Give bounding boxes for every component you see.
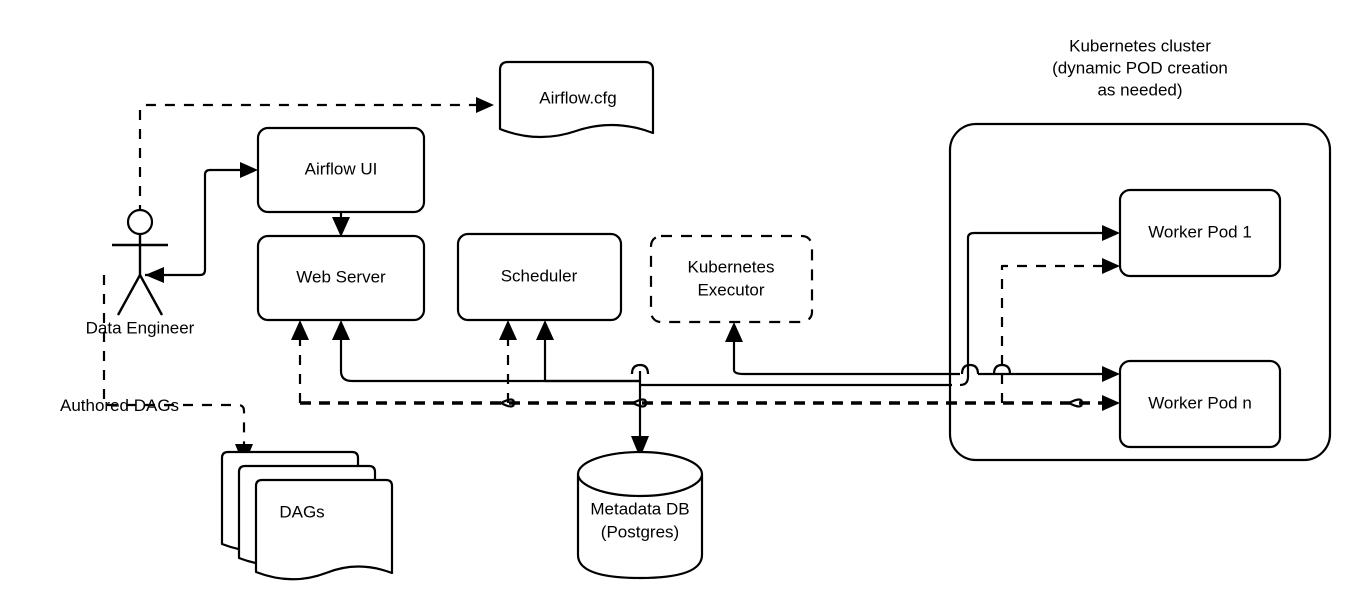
arrowhead-dags-to-worker-pod-1 (1102, 258, 1120, 274)
edge-label-authored-dags: Authored DAGs (60, 396, 179, 415)
node-metadata-db-label-line2: (Postgres) (601, 522, 679, 541)
edge-authored-dags (102, 275, 246, 448)
node-web-server-label: Web Server (296, 267, 386, 286)
arrowhead-dags-to-web-server (291, 320, 309, 340)
arrowhead-airflow-ui-to-web-server (332, 217, 350, 237)
node-airflow-ui[interactable] (256, 126, 426, 214)
edge-bus-to-worker-pod-1 (959, 231, 1106, 387)
node-airflow-ui-label: Airflow UI (305, 159, 378, 178)
node-scheduler[interactable] (456, 232, 623, 322)
arrowhead-engineer-to-airflow-ui (240, 162, 258, 178)
node-kubernetes-executor-label-line1: Kubernetes (688, 257, 775, 276)
edge-metadb-to-scheduler (543, 340, 640, 383)
actor-head-icon (126, 208, 154, 236)
arrowhead-metadb-to-scheduler (536, 320, 554, 340)
node-worker-pod-1-label: Worker Pod 1 (1148, 222, 1252, 241)
line-jump-bus-970 (960, 363, 980, 375)
node-dags[interactable] (254, 478, 394, 581)
line-jump-dash-1075 (1068, 398, 1084, 408)
arrowhead-bus-to-worker-pod-n (1102, 366, 1120, 382)
node-web-server[interactable] (256, 234, 426, 322)
arrowhead-metadb-to-web-server (332, 320, 350, 340)
node-metadata-db-label-line1: Metadata DB (590, 499, 689, 518)
arrowhead-webserver-to-engineer (145, 267, 164, 283)
node-worker-pod-n-label: Worker Pod n (1148, 393, 1252, 412)
node-worker-pod-n[interactable] (1118, 359, 1282, 449)
arrowhead-engineer-to-airflow-cfg (476, 97, 494, 113)
kubernetes-cluster-caption-line3: as needed) (1097, 80, 1182, 99)
arrowhead-bus-to-kubernetes-executor (725, 322, 743, 342)
node-airflow-cfg[interactable] (498, 60, 655, 139)
line-jump-bus-640 (630, 363, 650, 375)
arrowhead-bus-to-worker-pod-1 (1102, 225, 1120, 241)
node-worker-pod-1[interactable] (1118, 188, 1282, 278)
node-metadata-db-body[interactable] (576, 472, 704, 580)
actor-leg-left-icon (116, 274, 142, 316)
edge-dags-to-worker-pod-1 (1000, 264, 1106, 403)
actor-label-data-engineer: Data Engineer (86, 318, 195, 337)
node-metadata-db-top (576, 450, 704, 498)
kubernetes-cluster-caption-line1: Kubernetes cluster (1069, 36, 1211, 55)
edge-metadb-to-web-server (339, 340, 640, 383)
arrowhead-bus-to-metadata-db (631, 436, 649, 458)
node-kubernetes-executor-label-line2: Executor (697, 280, 764, 299)
edge-bus-to-kubernetes-executor (732, 342, 960, 376)
arrowhead-dags-to-scheduler (499, 320, 517, 340)
actor-leg-right-icon (138, 274, 164, 316)
node-scheduler-label: Scheduler (501, 266, 578, 285)
node-airflow-cfg-label: Airflow.cfg (539, 88, 616, 107)
kubernetes-cluster-caption-line2: (dynamic POD creation (1052, 58, 1228, 77)
edge-engineer-to-airflow-ui (145, 168, 244, 277)
node-kubernetes-executor[interactable] (649, 234, 814, 324)
node-dags-label: DAGs (279, 502, 324, 521)
line-jump-dash-640 (632, 398, 648, 408)
arrowhead-dags-to-worker-pod-n (1102, 395, 1120, 411)
line-jump-dash-508 (500, 398, 516, 408)
